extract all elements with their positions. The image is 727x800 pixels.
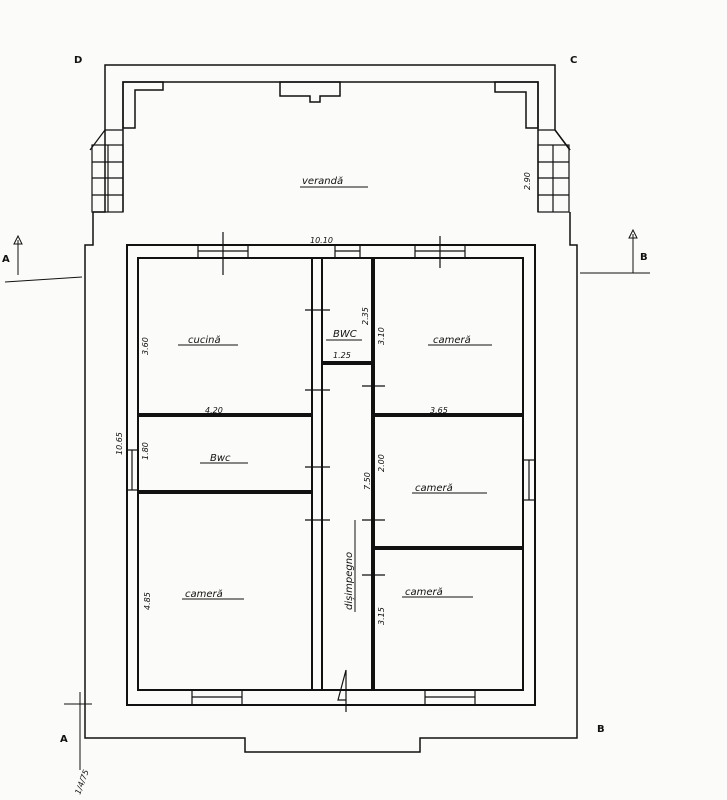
outer-plinth [84, 212, 578, 753]
room-hallway: dișimpegno [344, 552, 355, 610]
dim-bath-depth: 1.80 [141, 442, 150, 460]
scale-note: 1/4/75 [73, 768, 90, 795]
dim-bwc-depth: 2.35 [361, 307, 370, 325]
dim-bwc-width: 1.25 [333, 351, 351, 360]
corner-a-label: A [60, 734, 68, 745]
room-bedroom-bottom-right: cameră [405, 587, 443, 598]
room-kitchen: cucină [188, 335, 221, 346]
veranda-frame [93, 64, 571, 213]
dim-total-depth: 10.65 [115, 432, 124, 455]
section-b-label: B [640, 252, 648, 263]
corner-d-label: D [74, 55, 82, 66]
room-veranda: verandă [302, 176, 343, 187]
room-bwc: BWC [333, 329, 357, 340]
section-a-label: A [2, 254, 10, 265]
dim-room-r-width: 3.65 [430, 406, 448, 415]
dim-room-left-depth: 4.85 [143, 592, 152, 610]
stairs-left [89, 129, 124, 213]
corner-b-label: B [597, 724, 605, 735]
stairs-right [537, 129, 571, 213]
walls [126, 244, 536, 706]
room-bedroom-top-right: cameră [433, 335, 471, 346]
dim-room-br-depth: 3.15 [377, 607, 386, 625]
dim-hall-length: 7.50 [363, 472, 372, 490]
room-labels: verandă cucină BWC cameră Bwc cameră cam… [185, 176, 471, 610]
room-bedroom-mid-right: cameră [415, 483, 453, 494]
room-bedroom-left: cameră [185, 589, 223, 600]
dim-room-tr-depth: 3.10 [377, 327, 386, 345]
dim-room-mr-depth: 2.00 [377, 454, 386, 472]
dim-kitchen-width: 4.20 [205, 406, 223, 415]
openings [126, 232, 536, 712]
dimension-labels: 10.10 10.65 2.90 3.60 4.20 2.35 1.25 3.1… [73, 172, 532, 795]
label-underlines [178, 186, 492, 612]
section-lines [4, 228, 650, 770]
corner-c-label: C [570, 55, 577, 66]
dim-total-width: 10.10 [310, 236, 333, 245]
dim-veranda-depth: 2.90 [523, 172, 532, 190]
dim-kitchen-depth: 3.60 [141, 337, 150, 355]
room-bath-left: Bwc [210, 453, 231, 464]
